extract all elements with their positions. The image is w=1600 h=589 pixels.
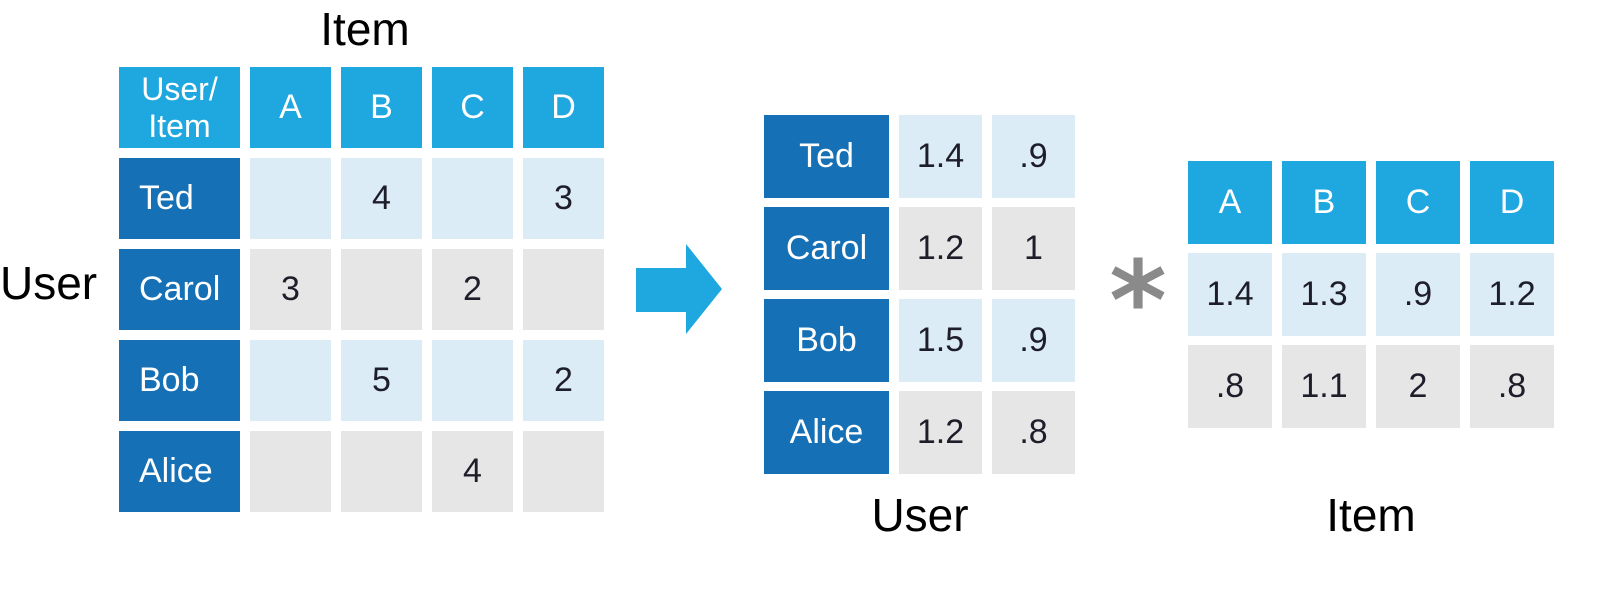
rating-cell (432, 158, 513, 239)
factor-cell: 1.1 (1282, 345, 1366, 428)
row-header-user: Carol (764, 207, 889, 290)
rating-cell: 3 (250, 249, 331, 330)
column-header: B (341, 67, 422, 148)
factor-cell: 1 (992, 207, 1075, 290)
column-header: A (250, 67, 331, 148)
rating-cell (250, 431, 331, 512)
user-axis-label: User (0, 257, 98, 309)
rating-cell (250, 340, 331, 421)
rating-cell (523, 249, 604, 330)
factor-cell: .8 (1470, 345, 1554, 428)
factor-cell: .9 (992, 299, 1075, 382)
row-header-user: Bob (119, 340, 240, 421)
rating-cell (250, 158, 331, 239)
factor-cell: .8 (992, 391, 1075, 474)
column-header: A (1188, 161, 1272, 244)
row-header-user: Alice (764, 391, 889, 474)
factor-cell: 1.2 (899, 391, 982, 474)
factor-cell: 1.4 (1188, 253, 1272, 336)
item-axis-label: Item (320, 3, 410, 55)
column-header: B (1282, 161, 1366, 244)
rating-cell (341, 249, 422, 330)
rating-cell (341, 431, 422, 512)
column-header: D (1470, 161, 1554, 244)
rating-cell: 4 (432, 431, 513, 512)
factor-cell: 1.2 (899, 207, 982, 290)
factor-cell: 1.4 (899, 115, 982, 198)
column-header: D (523, 67, 604, 148)
factor-cell: .9 (1376, 253, 1460, 336)
rating-cell (523, 431, 604, 512)
row-header-user: Ted (119, 158, 240, 239)
corner-label-item: Item (148, 107, 211, 144)
rating-cell: 2 (432, 249, 513, 330)
rating-cell: 2 (523, 340, 604, 421)
column-header: C (1376, 161, 1460, 244)
factor-cell: 1.5 (899, 299, 982, 382)
corner-label-user: User/ (141, 70, 218, 107)
item-matrix-label: Item (1326, 489, 1416, 541)
factor-cell: 1.3 (1282, 253, 1366, 336)
column-header: C (432, 67, 513, 148)
factor-cell: .8 (1188, 345, 1272, 428)
rating-cell: 4 (341, 158, 422, 239)
row-header-user: Alice (119, 431, 240, 512)
row-header-user: Carol (119, 249, 240, 330)
corner-header: User/ Item (119, 67, 240, 148)
rating-cell: 5 (341, 340, 422, 421)
user-matrix-label: User (871, 489, 969, 541)
row-header-user: Bob (764, 299, 889, 382)
factor-cell: 1.2 (1470, 253, 1554, 336)
rating-cell (432, 340, 513, 421)
multiply-operator-icon: * (1109, 237, 1167, 365)
rating-cell: 3 (523, 158, 604, 239)
right-arrow-icon (636, 244, 722, 334)
row-header-user: Ted (764, 115, 889, 198)
factor-cell: 2 (1376, 345, 1460, 428)
factor-cell: .9 (992, 115, 1075, 198)
